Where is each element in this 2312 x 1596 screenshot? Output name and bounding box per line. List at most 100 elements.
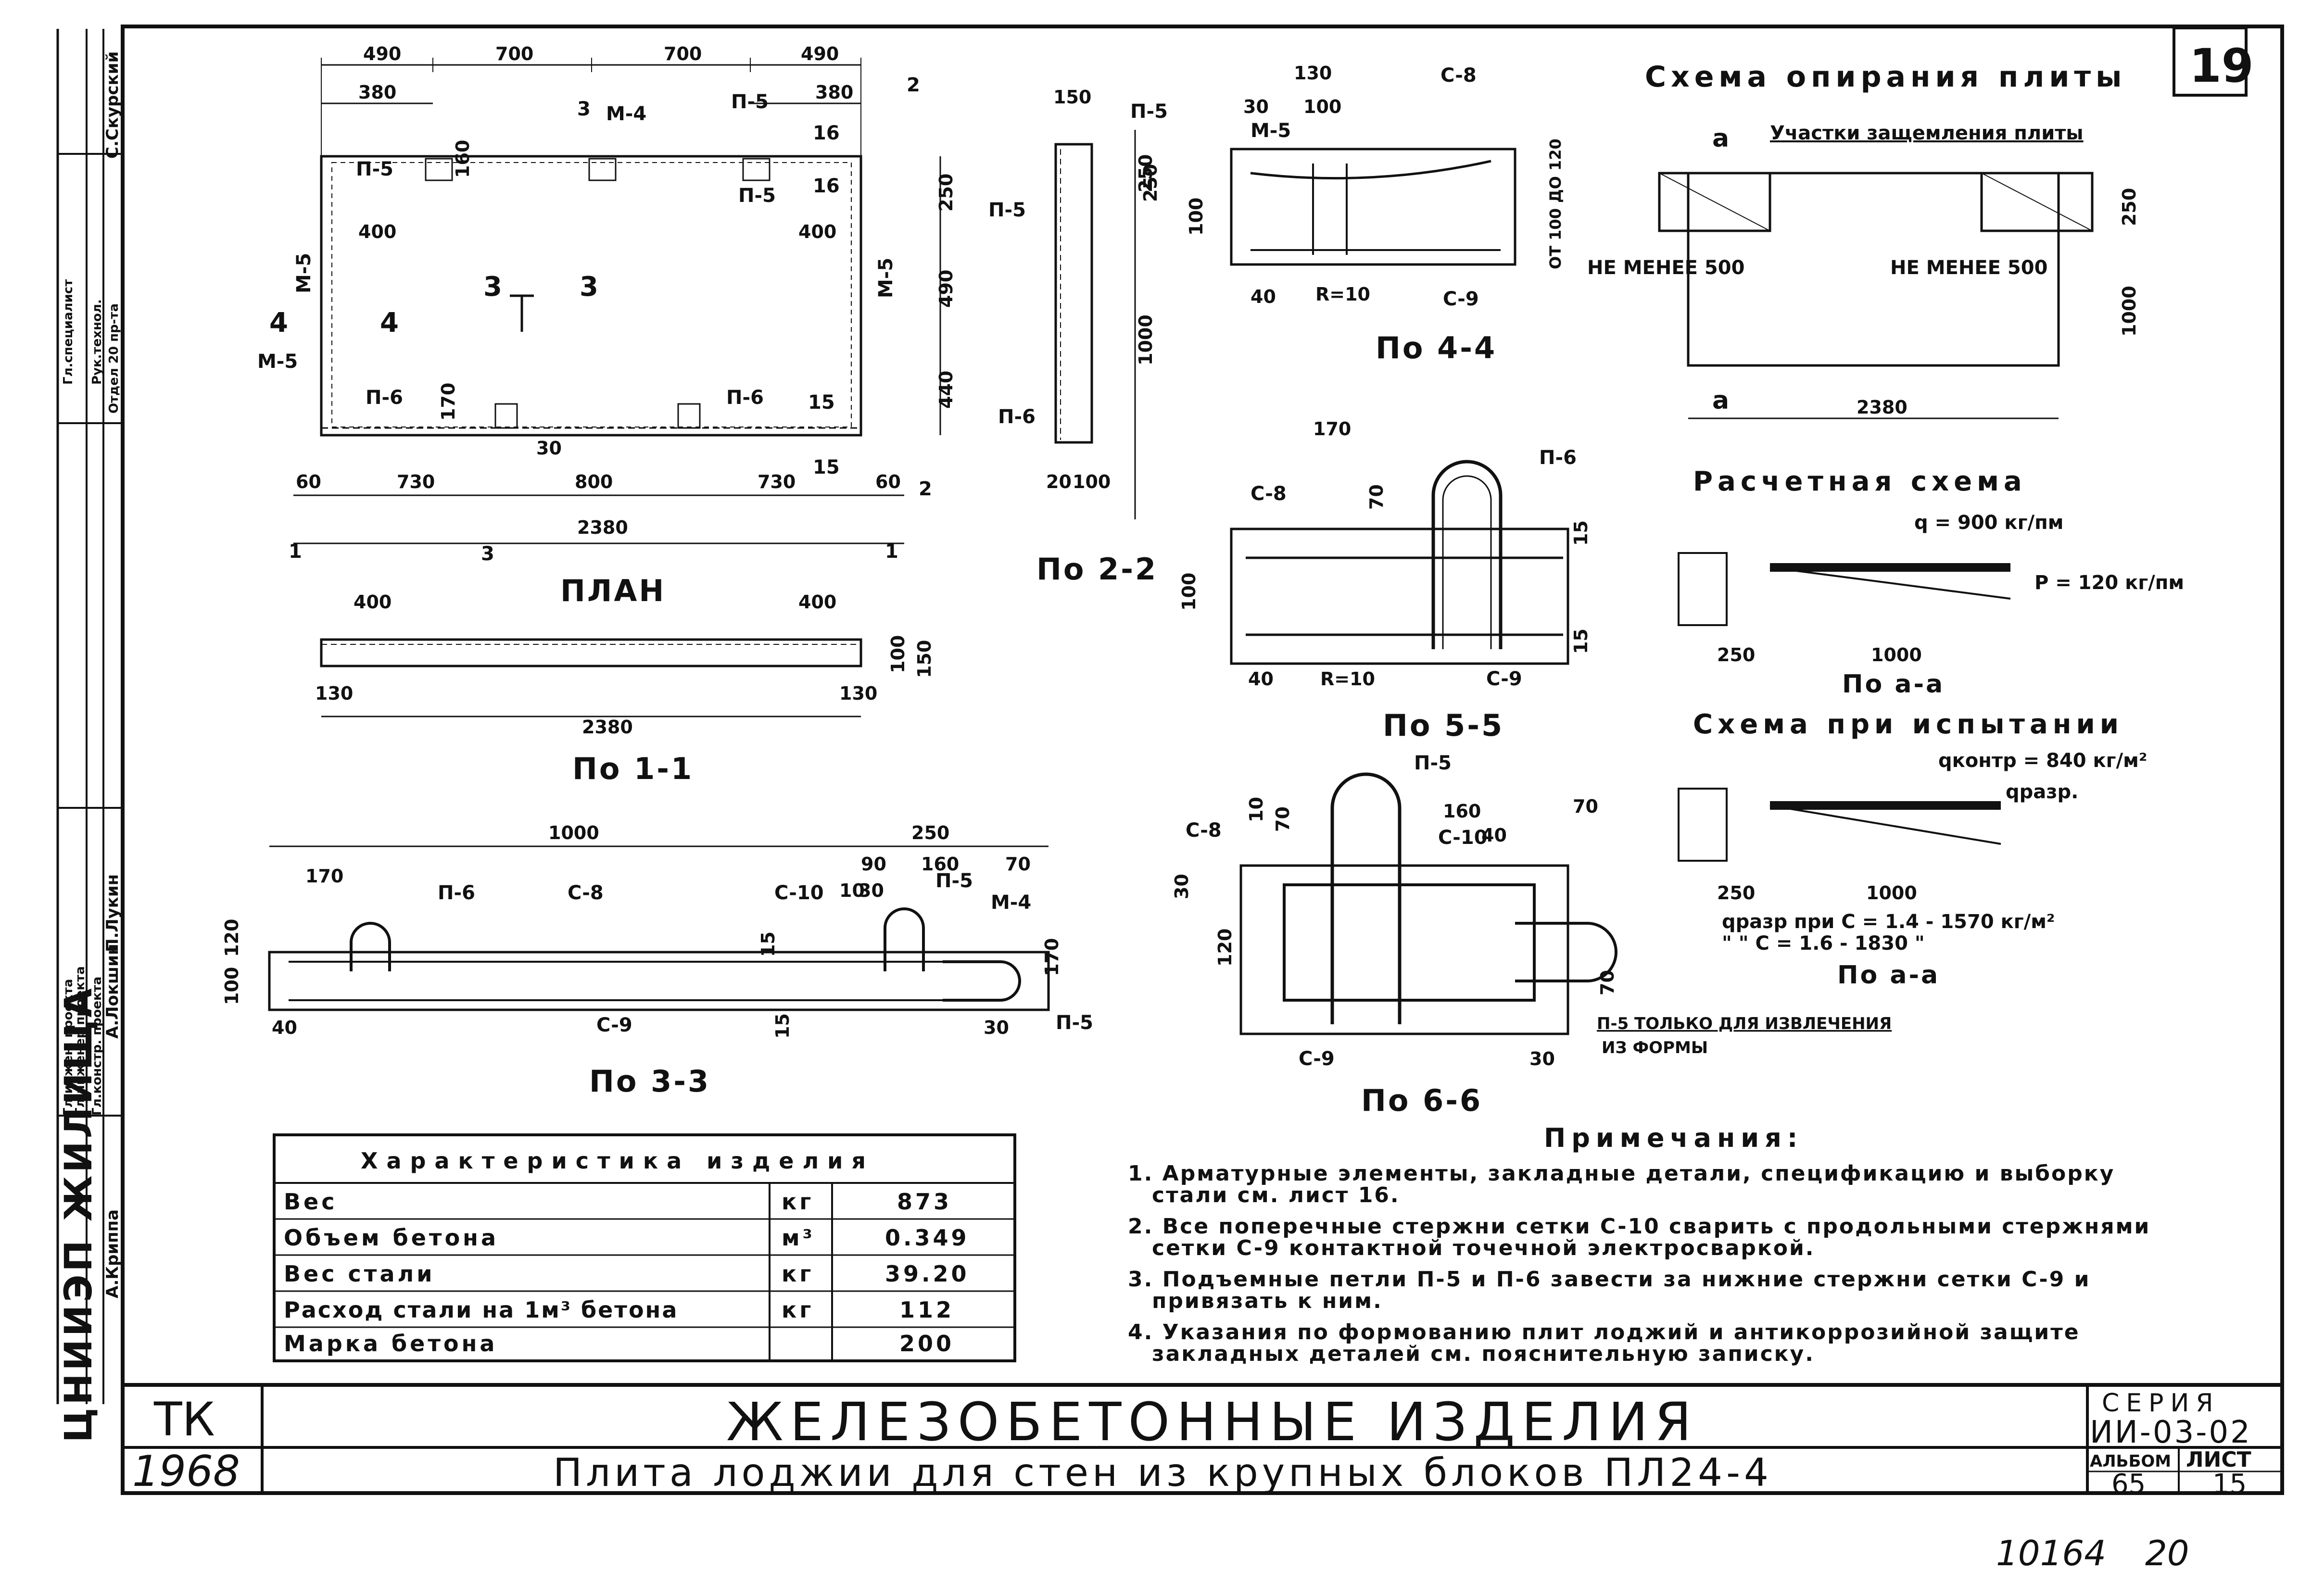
s66-dim-40: 40 xyxy=(1481,825,1507,846)
support-title: Схема опирания плиты xyxy=(1645,60,2126,94)
s11-dim-130b: 130 xyxy=(839,683,877,704)
plan-label-2b: 2 xyxy=(919,478,932,500)
plan-label-4b: 4 xyxy=(380,307,399,339)
stamp-name-3: А.Криппа xyxy=(103,1209,122,1298)
s33-dim-30b: 30 xyxy=(984,1017,1009,1038)
table-row-1-name: Вес xyxy=(284,1189,338,1215)
s66-dim-30b: 30 xyxy=(1529,1048,1555,1069)
notes-title: Примечания: xyxy=(1544,1123,1803,1153)
plan-label-3b: 3 xyxy=(580,271,598,302)
table-row-4-value: 112 xyxy=(899,1297,954,1323)
s33-dim-40: 40 xyxy=(272,1017,297,1038)
s55-dim-70: 70 xyxy=(1366,484,1387,510)
plan-dim-right-250: 250 xyxy=(935,174,957,212)
s22-label-p5a: П-5 xyxy=(1130,101,1168,123)
plan-label-2: 2 xyxy=(907,74,920,96)
s33-label-p5: П-5 xyxy=(935,870,973,892)
stamp-name-1: А.Локшин xyxy=(103,944,122,1039)
s22-dim-250: 250 xyxy=(1135,154,1156,192)
plan-label-160: 160 xyxy=(452,140,473,178)
s44-label-c8: C-8 xyxy=(1440,64,1477,87)
s66-dim-160: 160 xyxy=(1443,801,1481,822)
plan-label-3bottom: 3 xyxy=(481,543,494,565)
stamp-name-2: П.Лукин xyxy=(103,874,122,952)
s11-dim-150: 150 xyxy=(914,640,935,678)
s44-label-m5: M-5 xyxy=(1251,120,1291,142)
tb-year: 1968 xyxy=(132,1446,240,1496)
s55-label-p6: П-6 xyxy=(1539,447,1577,469)
s33-dim-90: 90 xyxy=(861,854,886,875)
tb-org: ТК xyxy=(153,1393,215,1446)
s44-dim-r10: R=10 xyxy=(1315,284,1370,305)
note-line-1: 1. Арматурные элементы, закладные детали… xyxy=(1128,1161,2115,1186)
s33-dim-170: 170 xyxy=(305,866,343,887)
s66-caption: По 6-6 xyxy=(1361,1083,1482,1118)
plan-label-400b: 400 xyxy=(798,221,836,242)
plan-dim-700a: 700 xyxy=(495,43,533,64)
stamp-row-6: Отдел 20 пр-та xyxy=(107,303,121,414)
s66-label-c10: C-10 xyxy=(1438,827,1488,849)
table-row-2-name: Объем бетона xyxy=(284,1225,499,1251)
bottom-mark-right: 20 xyxy=(2145,1533,2189,1573)
plan-label-3top: 3 xyxy=(577,98,591,120)
plan-dim-right-440: 440 xyxy=(935,371,957,409)
frame-border xyxy=(121,25,2284,1495)
plan-label-p6a: П-6 xyxy=(366,387,403,409)
plan-label-p5-right: П-5 xyxy=(738,185,776,207)
plan-total: 2380 xyxy=(577,517,628,538)
s22-dim-1000: 1000 xyxy=(1135,314,1156,365)
note-line-4: сетки C-9 контактной точечной электросва… xyxy=(1152,1236,1815,1260)
table-row-5-value: 200 xyxy=(899,1331,954,1357)
s44-dim-40: 40 xyxy=(1251,286,1276,307)
s33-label-c10: C-10 xyxy=(774,882,824,904)
s33-dim-1000: 1000 xyxy=(548,822,599,843)
s55-dim-170: 170 xyxy=(1313,418,1351,440)
s44-dim-100v: 100 xyxy=(1186,198,1207,236)
s66-dim-10: 10 xyxy=(1246,797,1267,822)
s11-dim-130a: 130 xyxy=(315,683,353,704)
table-row-4-unit: кг xyxy=(782,1297,814,1323)
s44-label-c9: C-9 xyxy=(1443,288,1479,310)
s55-dim-15b: 15 xyxy=(1570,628,1592,654)
s66-dim-70c: 70 xyxy=(1597,970,1618,995)
s55-dim-100: 100 xyxy=(1178,573,1200,611)
plan-dim-bot-730b: 730 xyxy=(758,471,796,492)
s66-dim-120: 120 xyxy=(1214,929,1236,967)
s33-label-c9: C-9 xyxy=(596,1014,632,1036)
s55-dim-40: 40 xyxy=(1248,668,1274,690)
tb-series: ИИ-03-02 xyxy=(2090,1415,2252,1450)
table-row-1-value: 873 xyxy=(897,1189,952,1215)
plan-dim-380a: 380 xyxy=(358,82,396,103)
stamp-name-4: С.Скурский xyxy=(103,51,122,159)
s33-dim-120v: 120 xyxy=(221,919,242,957)
table-row-2-unit: м³ xyxy=(782,1225,815,1251)
support-scheme: Схема опирания плиты Участки защемления … xyxy=(1587,60,2140,419)
s33-dim-15a: 15 xyxy=(758,931,779,957)
s33-dim-10: 10 xyxy=(839,880,865,901)
s33-dim-250: 250 xyxy=(911,822,949,843)
calc-q: q = 900 кг/пм xyxy=(1914,512,2063,534)
tb-album-label: АЛЬБОМ xyxy=(2090,1452,2171,1471)
s11-caption: По 1-1 xyxy=(572,751,694,786)
table-row-3-value: 39.20 xyxy=(885,1261,970,1287)
s33-dim-70: 70 xyxy=(1005,854,1031,875)
plan-dim-bot-730a: 730 xyxy=(397,471,435,492)
calc-d1000: 1000 xyxy=(1871,644,1922,666)
characteristics-table: Характеристика изделия Вес кг 873 Объем … xyxy=(273,1133,1016,1362)
section-3-3: 1000 250 170 90 160 70 10 30 40 30 15 15… xyxy=(221,822,1093,1099)
test-title: Схема при испытании xyxy=(1693,709,2123,740)
notes-block: Примечания: 1. Арматурные элементы, закл… xyxy=(1128,1123,2149,1366)
tb-series-label: СЕРИЯ xyxy=(2102,1389,2220,1418)
s66-label-p5: П-5 xyxy=(1414,752,1452,774)
note-line-8: закладных деталей см. пояснительную запи… xyxy=(1152,1342,1815,1366)
stamp-org: ЦНИИЭП ЖИЛИЩА xyxy=(57,986,101,1443)
s33-dim-30a: 30 xyxy=(859,880,884,901)
s11-dim-400b: 400 xyxy=(798,591,836,613)
table-row-4-name: Расход стали на 1м³ бетона xyxy=(284,1297,678,1323)
note-line-2: стали см. лист 16. xyxy=(1152,1183,1400,1207)
plan-dim-bot-60a: 60 xyxy=(296,471,321,492)
plan-label-15b: 15 xyxy=(813,456,840,478)
title-block: ТК 1968 ЖЕЛЕЗОБЕТОННЫЕ ИЗДЕЛИЯ Плита лод… xyxy=(123,1383,2282,1500)
s44-dim-250: 250 xyxy=(1140,164,1161,202)
calc-scheme: Расчетная схема q = 900 кг/пм P = 120 кг… xyxy=(1678,466,2184,699)
